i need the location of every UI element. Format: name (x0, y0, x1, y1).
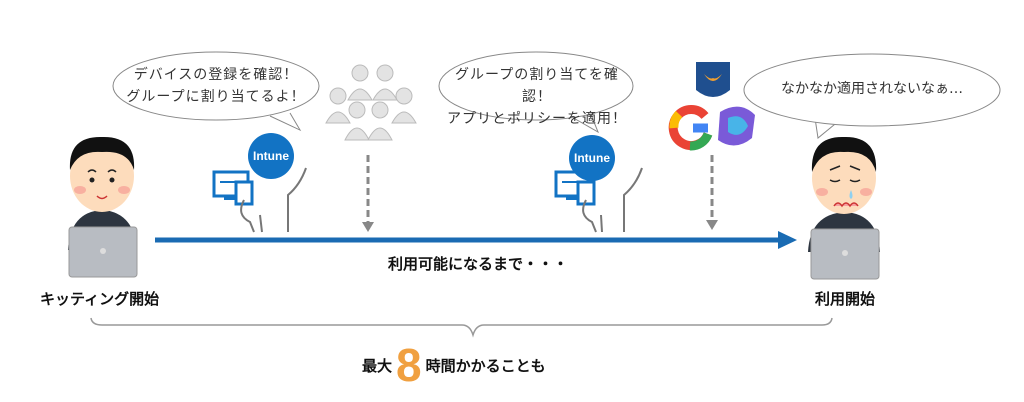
user-happy-illustration (68, 136, 138, 278)
bubble-register-line2: グループに割り当てるよ！ (126, 89, 306, 105)
shield-app-icon (696, 62, 730, 97)
kitting-start-label: キッティング開始 (40, 290, 160, 308)
google-icon (668, 105, 713, 151)
bubble-waiting-line1: なかなか適用されないなぁ… (781, 81, 963, 97)
duration-brace (90, 317, 833, 338)
speech-bubble-waiting (743, 53, 1001, 139)
bubble-waiting-text: なかなか適用されないなぁ… (752, 78, 992, 100)
user-group-icon (325, 64, 417, 141)
bubble-register-line1: デバイスの登録を確認！ (133, 67, 299, 83)
max-duration-note: 最大 8 時間かかることも (362, 342, 546, 388)
bubble-register-text: デバイスの登録を確認！ グループに割り当てるよ！ (118, 64, 314, 108)
usage-start-label: 利用開始 (815, 290, 876, 308)
intune-figure-2 (554, 135, 643, 233)
intune-figure-1 (212, 133, 307, 233)
bubble-apply-line2: アプリとポリシーを適用！ (447, 111, 627, 127)
max-prefix: 最大 (362, 356, 393, 375)
hours-suffix: 時間かかることも (425, 356, 546, 375)
dashed-arrow-apps (706, 155, 718, 230)
hours-number: 8 (396, 339, 422, 391)
timeline-arrow (155, 231, 797, 249)
speech-bubble-register (112, 51, 320, 132)
speech-bubble-apply (438, 51, 634, 134)
bubble-apply-text: グループの割り当てを確認！ アプリとポリシーを適用！ (442, 64, 632, 130)
bubble-apply-line1: グループの割り当てを確認！ (455, 67, 619, 105)
intune-logo-1: Intune (253, 149, 289, 163)
user-troubled-illustration (808, 136, 880, 280)
until-usable-label: 利用可能になるまで・・・ (388, 255, 569, 273)
intune-logo-2: Intune (574, 151, 610, 165)
dashed-arrow-group (362, 155, 374, 232)
copilot-icon (718, 106, 755, 146)
